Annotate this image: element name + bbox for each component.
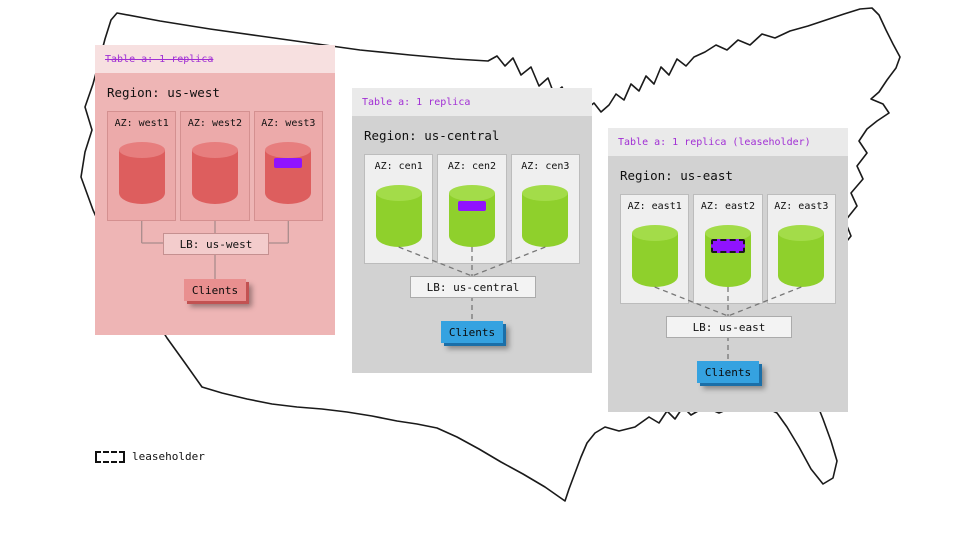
load-balancer-box: LB: us-east — [666, 316, 792, 338]
az-label: AZ: east1 — [627, 201, 682, 212]
region-card-us-central: Table a: 1 replica Region: us-central AZ… — [352, 88, 592, 373]
cylinder-body — [118, 150, 165, 204]
table-label: Table a: 1 replica — [105, 53, 214, 65]
database-cylinder-icon — [778, 225, 825, 287]
database-cylinder-icon — [265, 142, 312, 204]
clients-box: Clients — [441, 321, 503, 343]
table-label: Table a: 1 replica (leaseholder) — [618, 136, 811, 148]
clients-box: Clients — [697, 361, 759, 383]
database-cylinder-icon — [375, 185, 422, 247]
leaseholder-swatch-icon — [95, 450, 125, 463]
cylinder-top — [631, 225, 678, 241]
legend-label: leaseholder — [132, 450, 205, 463]
clients-box: Clients — [184, 279, 246, 301]
az-box-east2: AZ: east2 — [693, 194, 763, 304]
cylinder-body — [778, 233, 825, 287]
database-cylinder-icon — [191, 142, 238, 204]
database-cylinder-icon — [704, 225, 751, 287]
az-label: AZ: cen2 — [447, 161, 497, 172]
az-row: AZ: cen1 AZ: cen2 AZ: cen3 — [364, 154, 580, 264]
table-header-us-west: Table a: 1 replica — [95, 45, 335, 73]
az-box-west2: AZ: west2 — [180, 111, 250, 221]
az-box-cen2: AZ: cen2 — [437, 154, 507, 264]
az-box-east3: AZ: east3 — [766, 194, 836, 304]
database-cylinder-icon — [118, 142, 165, 204]
replica-range-marker — [274, 158, 303, 168]
replica-range-marker — [457, 201, 486, 211]
az-row: AZ: west1 AZ: west2 AZ: west3 — [107, 111, 323, 221]
az-box-cen3: AZ: cen3 — [510, 154, 580, 264]
load-balancer-box: LB: us-central — [410, 276, 536, 298]
cylinder-top — [375, 185, 422, 201]
az-box-west3: AZ: west3 — [253, 111, 323, 221]
az-label: AZ: west2 — [187, 118, 243, 129]
cylinder-top — [265, 142, 312, 158]
az-box-east1: AZ: east1 — [620, 194, 690, 304]
region-title: Region: us-east — [620, 168, 733, 183]
az-label: AZ: cen1 — [374, 161, 423, 172]
az-box-cen1: AZ: cen1 — [364, 154, 434, 264]
database-cylinder-icon — [448, 185, 495, 247]
cylinder-top — [778, 225, 825, 241]
cylinder-body — [522, 193, 569, 247]
az-label: AZ: east2 — [700, 201, 756, 212]
table-header-us-east: Table a: 1 replica (leaseholder) — [608, 128, 848, 156]
cylinder-top — [191, 142, 238, 158]
cylinder-top — [704, 225, 751, 241]
table-header-us-central: Table a: 1 replica — [352, 88, 592, 116]
az-label: AZ: west1 — [114, 118, 169, 129]
legend: leaseholder — [95, 450, 205, 463]
database-cylinder-icon — [631, 225, 678, 287]
az-row: AZ: east1 AZ: east2 AZ: east3 — [620, 194, 836, 304]
region-title: Region: us-central — [364, 128, 500, 143]
az-box-west1: AZ: west1 — [107, 111, 177, 221]
leaseholder-range-marker — [710, 239, 745, 253]
az-label: AZ: cen3 — [521, 161, 570, 172]
cylinder-body — [631, 233, 678, 287]
cylinder-top — [448, 185, 495, 201]
region-title: Region: us-west — [107, 85, 220, 100]
cylinder-top — [118, 142, 165, 158]
table-label: Table a: 1 replica — [362, 96, 471, 108]
az-label: AZ: west3 — [261, 118, 316, 129]
az-label: AZ: east3 — [774, 201, 829, 212]
region-card-us-east: Table a: 1 replica (leaseholder) Region:… — [608, 128, 848, 412]
load-balancer-box: LB: us-west — [163, 233, 269, 255]
region-card-us-west: Table a: 1 replica Region: us-west AZ: w… — [95, 45, 335, 335]
cylinder-body — [191, 150, 238, 204]
cylinder-body — [375, 193, 422, 247]
database-cylinder-icon — [522, 185, 569, 247]
cylinder-top — [522, 185, 569, 201]
